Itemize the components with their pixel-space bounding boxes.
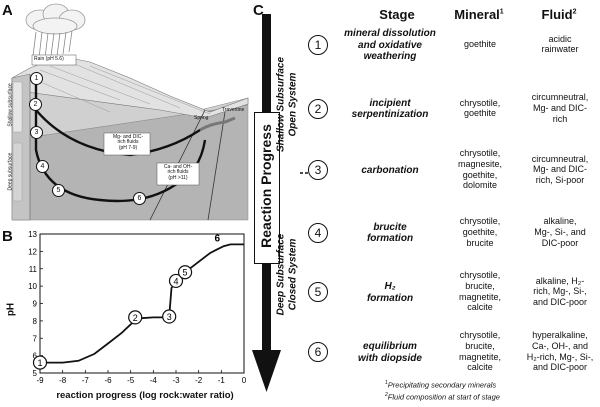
ca-fluid-label: Ca- and OH-rich fluids(pH >11)	[163, 164, 193, 181]
y-tick-label: 13	[28, 230, 37, 239]
fluid-cell: circumneutral,Mg- and DIC-rich	[531, 92, 589, 124]
stage-number-badge: 3	[308, 160, 328, 180]
reaction-progress-label: Reaction Progress	[258, 124, 274, 248]
x-tick-label: -4	[150, 376, 158, 385]
stage-point-label: 2	[133, 313, 138, 323]
stage-number-badge: 6	[308, 342, 328, 362]
stage-marker-4: 4	[36, 160, 49, 173]
mineral-cell: goethite	[463, 39, 497, 49]
mineral-cell: chrysotile,brucite,magnetite,calcite	[458, 330, 502, 373]
point-label-6: 6	[215, 233, 221, 244]
x-tick-label: -9	[36, 376, 44, 385]
plot-frame	[39, 233, 245, 374]
geologic-cross-section	[11, 3, 249, 221]
x-axis-label: reaction progress (log rock:water ratio)	[56, 390, 234, 401]
stage-marker-6: 6	[133, 192, 146, 205]
stage-marker-5: 5	[52, 184, 65, 197]
mineral-cell: chrysotile,brucite,magnetite,calcite	[458, 270, 502, 313]
stage-point	[168, 273, 184, 289]
deep-subsurface-label: Deep subsurface	[7, 152, 14, 191]
stage-point	[177, 265, 193, 280]
mg-fluid-label: Mg- and DIC-rich fluids(pH 7-9)	[112, 134, 143, 151]
y-tick-label: 9	[33, 300, 38, 309]
stage-number-badge: 2	[308, 98, 328, 119]
x-tick-label: -6	[104, 376, 112, 385]
fluid-cell: alkaline, H₂-rich, Mg-, Si-,and DIC-poor	[532, 275, 588, 308]
stage-point-label: 3	[167, 312, 172, 322]
stage-marker-2: 2	[29, 98, 42, 111]
mineral-cell: chrysotile,goethite,brucite	[459, 216, 501, 248]
stage-point-label: 1	[37, 358, 42, 368]
arrow-label-box	[254, 112, 280, 264]
panel-a: A	[0, 0, 250, 222]
x-tick-label: -5	[127, 376, 135, 385]
x-tick-label: -7	[82, 376, 90, 385]
x-tick-label: -1	[218, 376, 226, 385]
x-tick-label: 0	[242, 376, 247, 385]
travertine-label: Travertine	[222, 107, 245, 113]
header-mineral: Mineral1	[454, 7, 504, 22]
stage-number-badge: 4	[308, 222, 328, 243]
stage-number-badge: 5	[308, 282, 328, 302]
stage-marker-3: 3	[30, 126, 43, 139]
y-tick-label: 10	[28, 282, 37, 291]
mineral-cell: chrysotile,goethite	[459, 97, 501, 119]
header-fluid: Fluid2	[541, 7, 577, 22]
y-tick-label: 11	[29, 265, 38, 274]
stage-point	[162, 309, 177, 324]
y-tick-label: 12	[28, 247, 37, 256]
footnote-1: 1Precipitating secondary minerals	[385, 380, 497, 390]
stage-point-label: 4	[173, 276, 178, 286]
stage-marker-1: 1	[30, 72, 43, 85]
header-stage: Stage	[379, 7, 415, 22]
x-tick-label: -8	[59, 376, 67, 385]
fluid-cell: circumneutral,Mg- and DIC-rich, Si-poor	[531, 153, 589, 186]
shallow-subsurface-label: Shallow subsurface	[7, 83, 14, 127]
panel-a-letter: A	[2, 2, 13, 19]
panel-c-letter: C	[253, 2, 264, 19]
stage-name: carbonation	[361, 164, 419, 176]
y-tick-label: 6	[33, 352, 38, 361]
stage-point	[32, 355, 48, 370]
rain-label: Rain (pH 5.6)	[34, 56, 64, 62]
stage-number-badge: 1	[308, 34, 328, 55]
y-tick-label: 5	[33, 369, 38, 378]
stage-row: 3 carbonation chrysotile,magnesite,goethit…	[305, 148, 600, 208]
mineral-cell: chrysotile,magnesite,goethite,dolomite	[457, 148, 503, 191]
y-tick-label: 8	[33, 317, 38, 326]
spring-label: Spring	[194, 115, 209, 121]
stage-point	[128, 310, 143, 325]
y-axis-label: pH	[5, 302, 17, 317]
x-tick-label: -2	[195, 376, 203, 385]
stage-point-label: 5	[183, 268, 188, 278]
footnote-2: 2Fluid composition at start of stage	[385, 392, 500, 402]
y-tick-label: 7	[33, 334, 38, 343]
x-tick-label: -3	[172, 376, 180, 385]
panel-b-letter: B	[2, 228, 13, 245]
